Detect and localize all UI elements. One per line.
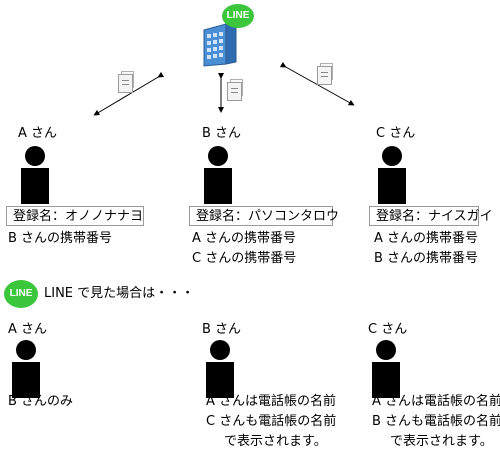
bottom-user-c-name: C さん [368, 322, 408, 337]
user-c-contact: A さんの携帯番号 [374, 231, 479, 246]
user-c-contact: B さんの携帯番号 [374, 251, 479, 266]
user-a-name: A さん [18, 126, 58, 141]
person-b-icon [202, 146, 234, 204]
arrow-server-c [279, 61, 355, 106]
user-c-name: C さん [376, 126, 416, 141]
address-book-doc-icon [227, 79, 243, 101]
address-book-doc-icon [317, 63, 333, 85]
line-view-caption: LINE で見た場合は・・・ [44, 286, 195, 301]
person-c-icon [376, 146, 408, 204]
user-c-registered-name: 登録名：ナイスガイ [369, 206, 493, 226]
address-book-doc-icon [118, 71, 134, 93]
bottom-user-a-name: A さん [8, 322, 48, 337]
line-logo-icon: LINE [4, 280, 38, 308]
arrow-server-a [93, 71, 165, 116]
person-b-icon [204, 340, 236, 398]
bottom-user-c-line: で表示されます。 [390, 434, 493, 449]
person-a-icon [10, 340, 42, 398]
user-b-registered-name: 登録名：パソコンタロウ [189, 206, 339, 226]
bottom-user-c-line: A さんは電話帳の名前 [372, 394, 500, 409]
bottom-user-b-line: で表示されます。 [224, 434, 327, 449]
line-logo-icon: LINE [222, 4, 254, 28]
user-b-contact: A さんの携帯番号 [192, 231, 297, 246]
bottom-user-c-line: B さんも電話帳の名前 [372, 414, 500, 429]
user-b-name: B さん [202, 126, 242, 141]
user-b-contact: C さんの携帯番号 [192, 251, 297, 266]
person-a-icon [19, 146, 51, 204]
bottom-user-b-name: B さん [202, 322, 242, 337]
bottom-user-a-line: B さんのみ [8, 394, 74, 409]
line-logo-text: LINE [9, 288, 33, 299]
bottom-user-b-line: A さんは電話帳の名前 [206, 394, 337, 409]
user-a-registered-name: 登録名：オノノナナヨ [6, 206, 144, 226]
person-c-icon [370, 340, 402, 398]
user-a-contact: B さんの携帯番号 [8, 231, 113, 246]
bottom-user-b-line: C さんも電話帳の名前 [206, 414, 337, 429]
line-logo-text: LINE [226, 10, 250, 21]
